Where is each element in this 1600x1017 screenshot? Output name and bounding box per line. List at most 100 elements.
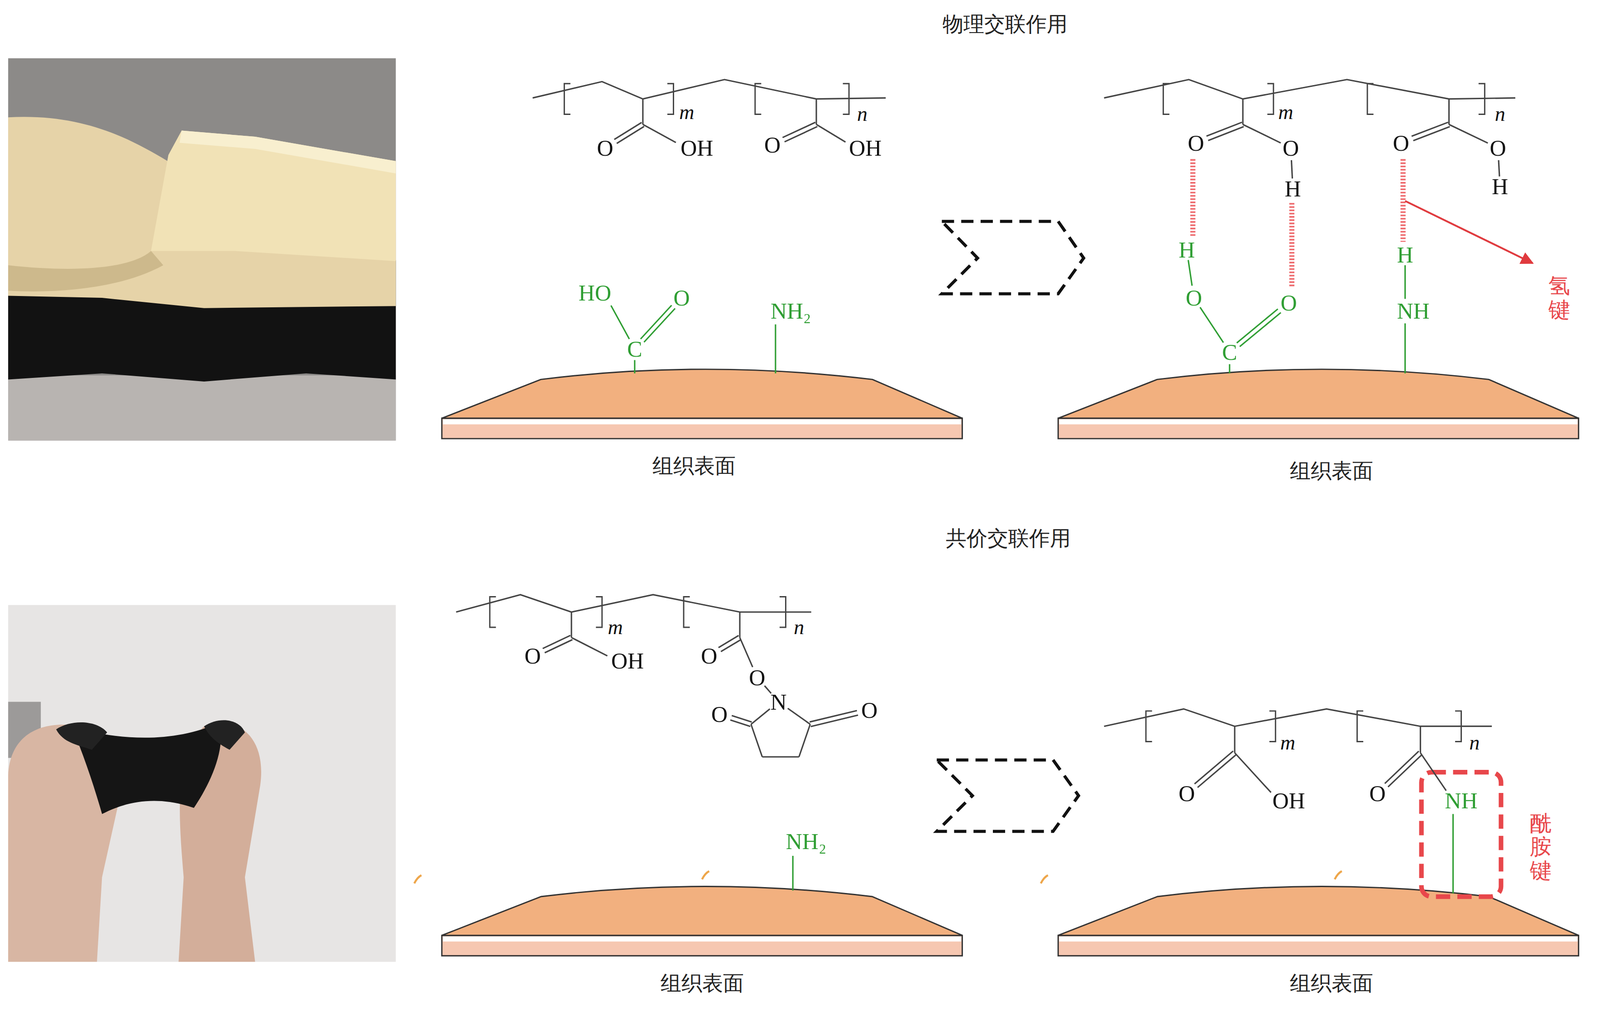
bond-annotation: 氢键 xyxy=(1548,273,1571,322)
repeat-bracket xyxy=(1145,711,1153,743)
section-title: 物理交联作用 xyxy=(942,10,1068,39)
tissue-label-holder: 组织表面 xyxy=(660,969,744,998)
chemical-bond xyxy=(815,99,817,125)
atom-label-holder: O xyxy=(700,644,718,668)
repeat-index: m xyxy=(607,617,623,638)
atom-label-holder: NH xyxy=(1444,789,1478,813)
atom-label: OH xyxy=(848,136,882,160)
chemical-bond xyxy=(1384,751,1419,785)
section-title-holder: 物理交联作用 xyxy=(942,10,1068,39)
bond-annotation-holder: 氢键 xyxy=(1548,273,1571,322)
repeat-bracket xyxy=(489,596,497,628)
chemical-bond xyxy=(810,715,858,727)
repeat-index: m xyxy=(1278,101,1294,123)
chemical-bond xyxy=(633,360,636,374)
atom-label: O xyxy=(1178,782,1195,805)
chemical-bond xyxy=(764,685,772,694)
chemical-bond xyxy=(640,305,672,340)
repeat-bracket xyxy=(1269,711,1276,743)
atom-label: H xyxy=(1284,177,1302,201)
tissue-label-holder: 组织表面 xyxy=(652,452,736,481)
chemical-bond xyxy=(739,637,753,668)
chemical-bond xyxy=(816,124,846,143)
section-title-holder: 共价交联作用 xyxy=(945,524,1071,553)
chemical-bond xyxy=(1242,99,1244,125)
tissue-surface xyxy=(1058,369,1579,439)
atom-label-holder: OH xyxy=(611,649,644,673)
atom-label: O xyxy=(673,286,690,310)
chemical-bond xyxy=(1420,752,1447,791)
atom-label: O xyxy=(1369,782,1386,805)
atom-label: N xyxy=(770,690,787,714)
tissue-label-holder: 组织表面 xyxy=(1289,969,1374,998)
chemical-bond xyxy=(544,639,573,653)
atom-label: O xyxy=(1187,131,1204,155)
repeat-index: n xyxy=(1469,732,1480,754)
chemical-bond xyxy=(1452,814,1454,895)
atom-label-holder: O xyxy=(764,133,781,157)
atom-label-holder: OH xyxy=(680,136,714,160)
atom-label: H xyxy=(1396,243,1414,267)
atom-label: O xyxy=(1185,286,1203,310)
atom-label: OH xyxy=(1272,789,1305,813)
photo-fingers xyxy=(8,604,396,963)
atom-label-holder: O xyxy=(1489,136,1507,160)
repeat-index-holder: m xyxy=(1280,732,1296,754)
repeat-bracket xyxy=(1455,711,1462,743)
chemical-bond xyxy=(1498,160,1500,177)
atom-label: H xyxy=(1491,175,1509,198)
chemical-bond xyxy=(1448,124,1488,144)
repeat-bracket xyxy=(683,596,690,628)
atom-label-holder: O xyxy=(1178,782,1195,805)
chemical-bond xyxy=(1208,126,1244,141)
atom-label: HO xyxy=(578,281,612,305)
atom-label: NH xyxy=(1396,299,1430,323)
chemical-bond xyxy=(1291,160,1293,179)
bond-annotation-holder: 酰胺键 xyxy=(1529,810,1552,883)
atom-label: O xyxy=(711,703,728,726)
atom-label-holder: NH₂ xyxy=(785,830,827,853)
atom-label: NH₂ xyxy=(770,299,812,323)
atom-label-holder: O xyxy=(596,136,614,160)
atom-label-holder: O xyxy=(673,286,690,310)
tissue-surface xyxy=(1058,886,1579,957)
chemical-bond xyxy=(1388,754,1423,787)
atom-label: O xyxy=(748,666,766,690)
repeat-index-holder: m xyxy=(679,101,695,123)
repeat-index-holder: m xyxy=(1278,101,1294,123)
atom-label-holder: O xyxy=(1280,291,1298,315)
atom-label: O xyxy=(1489,136,1507,160)
atom-label: O xyxy=(700,644,718,668)
atom-label-holder: O xyxy=(861,699,878,722)
repeat-index: n xyxy=(857,103,868,125)
atom-label: C xyxy=(627,337,642,361)
leader-arrow xyxy=(1405,201,1533,264)
repeat-bracket xyxy=(595,596,603,628)
chemical-bond xyxy=(571,637,608,657)
photo-tissue xyxy=(8,57,396,441)
repeat-index-holder: n xyxy=(1469,732,1480,754)
chemical-bond xyxy=(787,708,811,725)
chemical-bond xyxy=(1234,726,1236,754)
chemical-bond xyxy=(774,324,777,374)
chemical-bond xyxy=(1200,307,1224,343)
chemical-bond xyxy=(1448,99,1450,125)
repeat-bracket xyxy=(1267,83,1274,115)
atom-label-holder: OH xyxy=(848,136,882,160)
chemical-bond xyxy=(570,612,573,638)
chemical-bond xyxy=(1234,752,1271,793)
tissue-surface xyxy=(441,369,963,439)
repeat-index: m xyxy=(679,101,695,123)
repeat-index: m xyxy=(1280,732,1296,754)
chemical-bond xyxy=(1242,124,1281,144)
atom-label: O xyxy=(1280,291,1298,315)
repeat-index-holder: n xyxy=(857,103,868,125)
chemical-bond xyxy=(720,639,741,652)
atom-label-holder: O xyxy=(1185,286,1203,310)
chemical-bond xyxy=(611,305,630,340)
atom-label: O xyxy=(1282,136,1299,160)
atom-label: O xyxy=(596,136,614,160)
repeat-bracket xyxy=(667,83,674,115)
